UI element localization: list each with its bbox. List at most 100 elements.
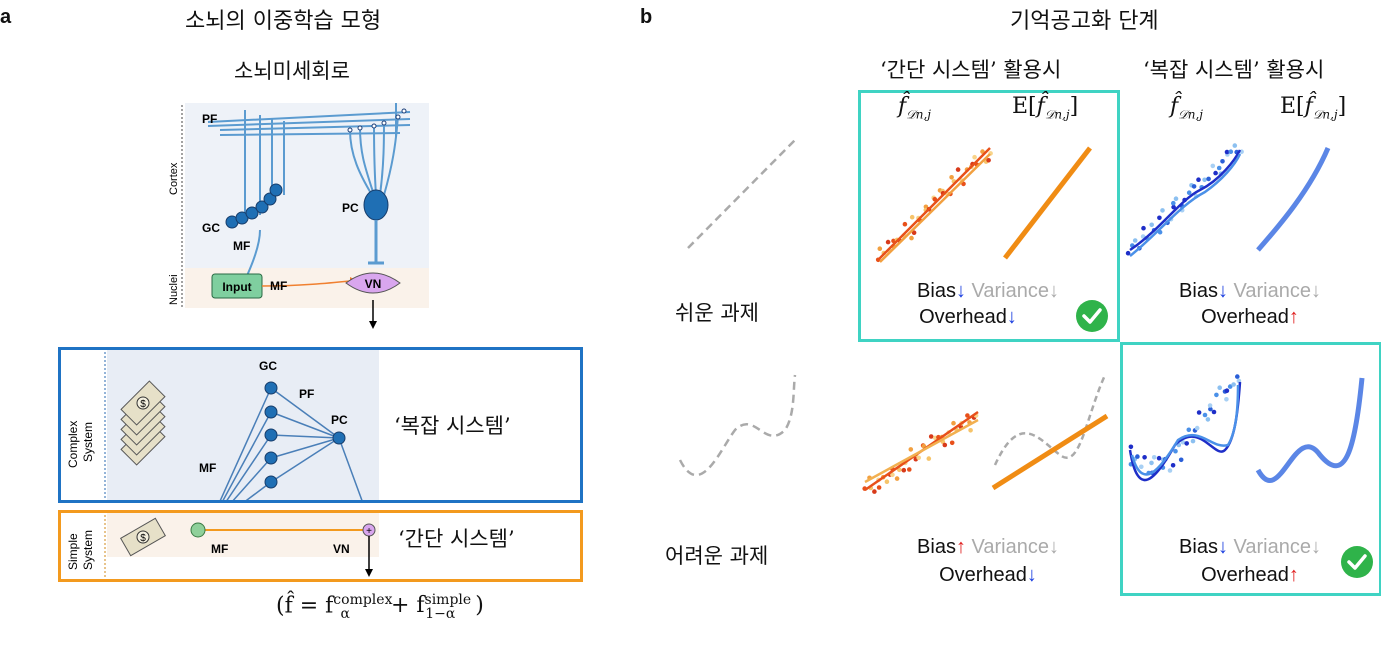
scatter-point: [1196, 410, 1202, 415]
simple-system-diagram: Simple System $ + MF VN: [66, 513, 379, 577]
hard-complex-check-icon: [1341, 546, 1373, 578]
hard-simple-reference: [993, 374, 1107, 466]
complex-pf-label: PF: [299, 387, 314, 401]
complex-connections: [219, 387, 363, 500]
scatter-point: [909, 235, 914, 241]
row-easy-label: 쉬운 과제: [675, 301, 759, 325]
scatter-point: [872, 489, 877, 494]
panel-b-title: 기억공고화 단계: [1010, 9, 1159, 34]
scatter-point: [884, 479, 890, 485]
simple-mf-label: MF: [211, 542, 228, 556]
scatter-point: [1214, 392, 1219, 398]
money-icon: $: [119, 517, 167, 557]
scatter-point: [1184, 441, 1189, 446]
pc-label: PC: [342, 201, 359, 215]
scatter-point: [1228, 149, 1234, 154]
complex-mf-label: MF: [199, 461, 216, 475]
pf-label: PF: [202, 112, 217, 126]
scatter-point: [1180, 440, 1186, 445]
hard-complex-fit-1: [1128, 381, 1242, 482]
easy-simple-expectation: [1003, 146, 1092, 260]
scatter-point: [1202, 412, 1208, 418]
scatter-point: [1157, 215, 1162, 221]
vn-label: VN: [365, 277, 382, 291]
hard-simple-expectation: [991, 413, 1109, 491]
complex-side-label-2: System: [81, 422, 95, 462]
panel-b-letter: b: [640, 6, 653, 28]
easy-complex-metrics-line2: Overhead↑: [1201, 306, 1299, 328]
easy-simple-highlight: [858, 90, 1120, 342]
easy-simple-metrics-line1: Bias↓ Variance↓: [917, 280, 1059, 302]
expectation-header-simple: E[f̂𝒟n,j]: [1012, 94, 1079, 122]
scatter-point: [908, 447, 914, 452]
fhat-header-complex: f̂𝒟n,j: [1170, 94, 1203, 122]
scatter-point: [1205, 417, 1211, 422]
scatter-point: [951, 420, 956, 426]
column-complex-header: ‘복잡 시스템’ 활용시: [1143, 58, 1325, 82]
scatter-point: [897, 467, 902, 473]
scatter-point: [1167, 468, 1173, 473]
scatter-point: [942, 442, 948, 448]
hard-complex-expectation: [1255, 377, 1365, 483]
hard-complex-metrics-line2: Overhead↑: [1201, 564, 1299, 586]
easy-complex-fit-1: [1129, 149, 1242, 252]
complex-pc-node: [332, 431, 346, 445]
scatter-point: [1194, 425, 1200, 431]
simple-vn-label: VN: [333, 542, 350, 556]
svg-text:$: $: [140, 533, 146, 544]
synapse-dots: [347, 108, 407, 133]
plots-canvas: [678, 139, 1365, 494]
easy-complex-metrics-line1: Bias↓ Variance↓: [1179, 280, 1321, 302]
scatter-point: [1213, 170, 1218, 176]
easy-complex-expectation: [1256, 147, 1331, 252]
hard-simple-metrics-line2: Overhead↓: [939, 564, 1037, 586]
hard-complex-fit-2: [1130, 384, 1240, 476]
scatter-point: [894, 476, 900, 481]
scatter-point: [1149, 222, 1154, 228]
easy-simple-fit-1: [877, 147, 991, 261]
panel-a-letter: a: [0, 6, 12, 28]
mf-label-lower: MF: [270, 279, 287, 293]
column-simple-header: ‘간단 시스템’ 활용시: [880, 58, 1062, 82]
scatter-point: [877, 246, 883, 251]
scatter-point: [916, 455, 921, 461]
scatter-point: [876, 485, 882, 490]
formula: (f̂ = fcomplexα + fsimple1−α): [276, 592, 484, 622]
simple-side-label-1: Simple: [66, 533, 80, 570]
scatter-point: [1141, 225, 1146, 231]
complex-system-box: [58, 347, 583, 503]
scatter-point: [926, 456, 932, 461]
complex-pc-label: PC: [331, 413, 348, 427]
svg-text:$: $: [140, 399, 146, 410]
scatter-point: [901, 467, 907, 473]
gc-cells: [225, 183, 283, 229]
scatter-point: [909, 214, 915, 220]
scatter-point: [1210, 163, 1216, 169]
scatter-point: [1190, 438, 1196, 444]
scatter-point: [1207, 403, 1213, 408]
scatter-point: [890, 472, 895, 478]
panel-a-title: 소뇌의 이중학습 모형: [185, 9, 382, 34]
scatter-point: [1151, 455, 1157, 460]
scatter-point: [1235, 374, 1240, 379]
complex-system-diagram: Complex System $ GC PF PC MF: [66, 350, 379, 500]
scatter-point: [949, 440, 955, 446]
simple-system-label: ‘간단 시스템’: [398, 527, 515, 551]
simple-system-box: [58, 510, 583, 582]
scatter-point: [923, 204, 929, 210]
scatter-point: [1186, 190, 1192, 195]
panel-a-subtitle: 소뇌미세회로: [234, 59, 350, 83]
scatter-point: [1191, 184, 1197, 189]
vn-output-arrowhead: [369, 321, 377, 329]
scatter-point: [1178, 457, 1184, 463]
scatter-point: [1208, 406, 1213, 412]
scatter-point: [928, 434, 934, 439]
complex-gc-label: GC: [259, 359, 277, 373]
scatter-point: [1173, 448, 1178, 454]
hard-simple-scatter: [862, 413, 979, 494]
cerebellar-circuit-diagram: Input VN PF GC MF MF PC Cortex Nuclei: [168, 103, 429, 329]
easy-simple-check-icon: [1076, 300, 1108, 332]
scatter-point: [949, 175, 954, 180]
scatter-point: [1170, 463, 1176, 468]
scatter-point: [1160, 208, 1165, 213]
